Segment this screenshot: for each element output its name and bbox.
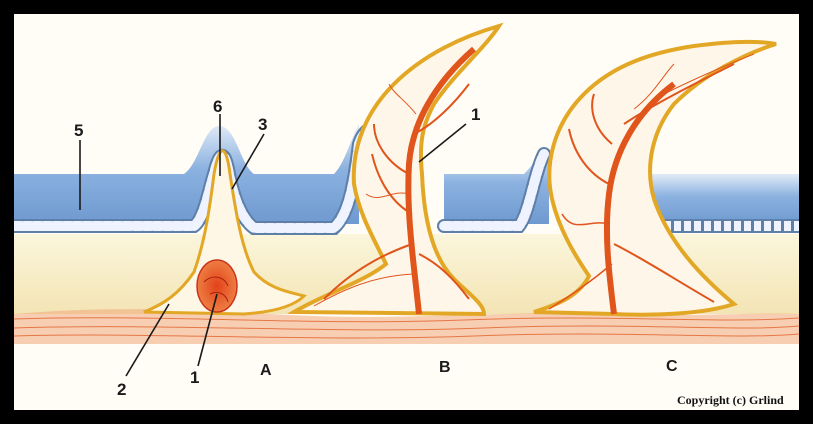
label-1-top: 1 bbox=[471, 105, 480, 124]
diagram-panel: 5 6 3 1 2 1 A B C Copyright (c) Grlind bbox=[14, 14, 799, 410]
scale-development-diagram: 5 6 3 1 2 1 A B C Copyright (c) Grlind bbox=[14, 14, 799, 410]
label-1-bottom: 1 bbox=[190, 368, 199, 387]
label-6: 6 bbox=[213, 97, 222, 116]
label-2: 2 bbox=[117, 380, 126, 399]
stage-label-b: B bbox=[439, 359, 451, 376]
label-3: 3 bbox=[258, 115, 267, 134]
stage-label-c: C bbox=[666, 358, 678, 375]
dermal-papilla bbox=[197, 260, 237, 312]
epidermis-blue-right bbox=[644, 174, 799, 224]
stage-label-a: A bbox=[260, 362, 272, 379]
epidermis-blue-left bbox=[14, 124, 359, 224]
label-5: 5 bbox=[74, 121, 83, 140]
copyright-text: Copyright (c) Grlind bbox=[677, 393, 784, 407]
leader-1-top bbox=[419, 124, 466, 162]
